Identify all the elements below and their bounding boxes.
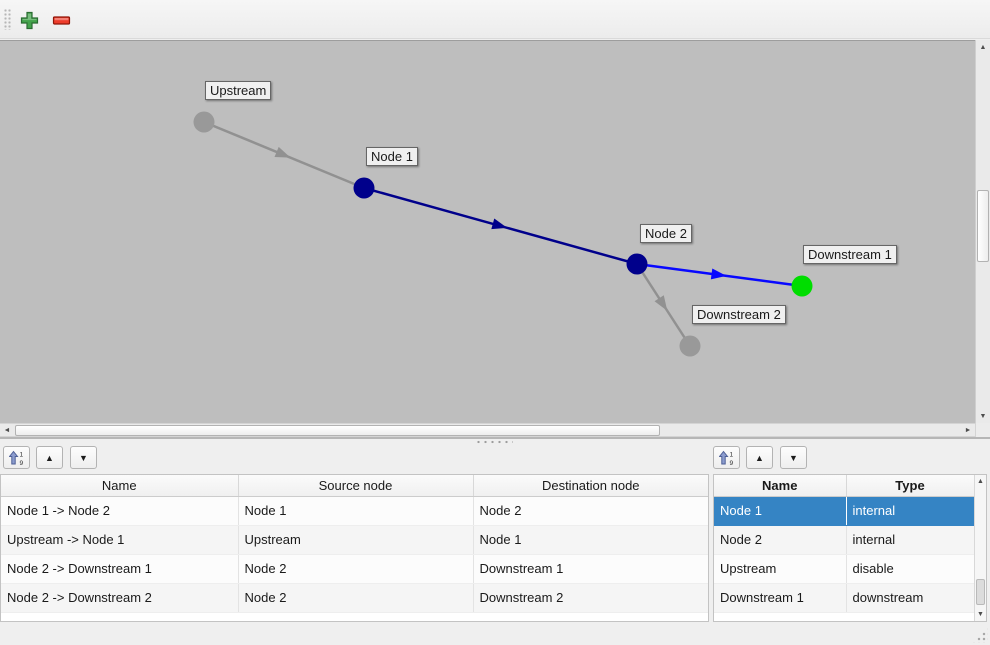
edge-column-header-source-node[interactable]: Source node: [238, 475, 474, 497]
edge-cell-name[interactable]: Node 1 -> Node 2: [1, 496, 239, 526]
edge-cell-destination-node[interactable]: Downstream 1: [473, 554, 708, 584]
scroll-left-icon[interactable]: ◄: [3, 426, 11, 434]
add-button[interactable]: [17, 8, 41, 32]
node-cell-type[interactable]: downstream: [846, 583, 975, 613]
node-cell-name[interactable]: Upstream: [714, 554, 847, 584]
edge-arrow-icon: [710, 268, 727, 280]
horizontal-scroll-thumb[interactable]: [15, 425, 660, 436]
node-cell-name[interactable]: Downstream 1: [714, 583, 847, 613]
edge-cell-destination-node[interactable]: Node 2: [473, 496, 708, 526]
splitter-grip-icon: [477, 440, 513, 444]
node-downstream-1[interactable]: [791, 275, 813, 297]
edge-arrow-icon: [654, 295, 668, 311]
svg-text:1: 1: [20, 451, 24, 458]
node-node-1[interactable]: [353, 177, 375, 199]
node-column-header-name[interactable]: Name: [714, 475, 847, 497]
remove-button[interactable]: [49, 8, 73, 32]
edge-cell-source-node[interactable]: Node 1: [238, 496, 474, 526]
canvas-vertical-scrollbar[interactable]: ▲ ▼: [975, 40, 990, 423]
node-cell-type[interactable]: internal: [846, 525, 975, 555]
node-label-downstream-2[interactable]: Downstream 2: [692, 305, 786, 324]
node-downstream-2[interactable]: [679, 335, 701, 357]
svg-text:9: 9: [20, 460, 24, 466]
scroll-down-icon[interactable]: ▼: [979, 412, 987, 420]
sort-nodes-button[interactable]: 1 9: [713, 446, 740, 469]
edge-cell-name[interactable]: Upstream -> Node 1: [1, 525, 239, 555]
edge-cell-source-node[interactable]: Node 2: [238, 583, 474, 613]
node-cell-name[interactable]: Node 1: [714, 496, 847, 526]
scroll-right-icon[interactable]: ►: [964, 426, 972, 434]
vertical-scroll-thumb[interactable]: [977, 190, 989, 262]
move-node-up-button[interactable]: ▲: [746, 446, 773, 469]
edge-cell-name[interactable]: Node 2 -> Downstream 1: [1, 554, 239, 584]
scroll-up-icon[interactable]: ▲: [979, 43, 987, 51]
pane-splitter[interactable]: [0, 437, 990, 444]
nodes-table-scrollbar[interactable]: ▲ ▼: [974, 475, 986, 621]
node-label-node-1[interactable]: Node 1: [366, 147, 418, 166]
node-column-header-type[interactable]: Type: [846, 475, 975, 497]
node-label-node-2[interactable]: Node 2: [640, 224, 692, 243]
edge-cell-destination-node[interactable]: Node 1: [473, 525, 708, 555]
toolbar-drag-handle[interactable]: [4, 9, 12, 30]
edge-cell-name[interactable]: Node 2 -> Downstream 2: [1, 583, 239, 613]
svg-text:1: 1: [730, 451, 734, 458]
node-label-downstream-1[interactable]: Downstream 1: [803, 245, 897, 264]
main-toolbar: [0, 0, 990, 39]
node-cell-type[interactable]: internal: [846, 496, 975, 526]
scroll-up-icon[interactable]: ▲: [977, 478, 984, 485]
graph-svg: [193, 111, 813, 357]
svg-text:9: 9: [730, 460, 734, 466]
edge-arrow-icon: [491, 218, 508, 230]
edge-cell-destination-node[interactable]: Downstream 2: [473, 583, 708, 613]
edge-column-header-destination-node[interactable]: Destination node: [473, 475, 708, 497]
edge-cell-source-node[interactable]: Upstream: [238, 525, 474, 555]
red-minus-icon: [52, 15, 70, 25]
sort-edges-button[interactable]: 1 9: [3, 446, 30, 469]
green-plus-icon: [20, 11, 38, 29]
window-resize-grip[interactable]: [972, 627, 988, 643]
sort-ascending-icon: 1 9: [719, 450, 734, 466]
move-edge-up-button[interactable]: ▲: [36, 446, 63, 469]
canvas-horizontal-scrollbar[interactable]: ◄ ►: [0, 423, 975, 437]
node-label-upstream[interactable]: Upstream: [205, 81, 272, 100]
node-node-2[interactable]: [626, 253, 648, 275]
scrollbar-corner: [975, 423, 990, 437]
edge-cell-source-node[interactable]: Node 2: [238, 554, 474, 584]
move-node-down-button[interactable]: ▼: [780, 446, 807, 469]
node-cell-name[interactable]: Node 2: [714, 525, 847, 555]
scroll-down-icon[interactable]: ▼: [977, 611, 984, 618]
edge-column-header-name[interactable]: Name: [1, 475, 239, 497]
move-edge-down-button[interactable]: ▼: [70, 446, 97, 469]
node-cell-type[interactable]: disable: [846, 554, 975, 584]
sort-ascending-icon: 1 9: [9, 450, 24, 466]
edge-arrow-icon: [274, 146, 291, 158]
nodes-scroll-thumb[interactable]: [976, 579, 985, 605]
node-upstream[interactable]: [193, 111, 215, 133]
